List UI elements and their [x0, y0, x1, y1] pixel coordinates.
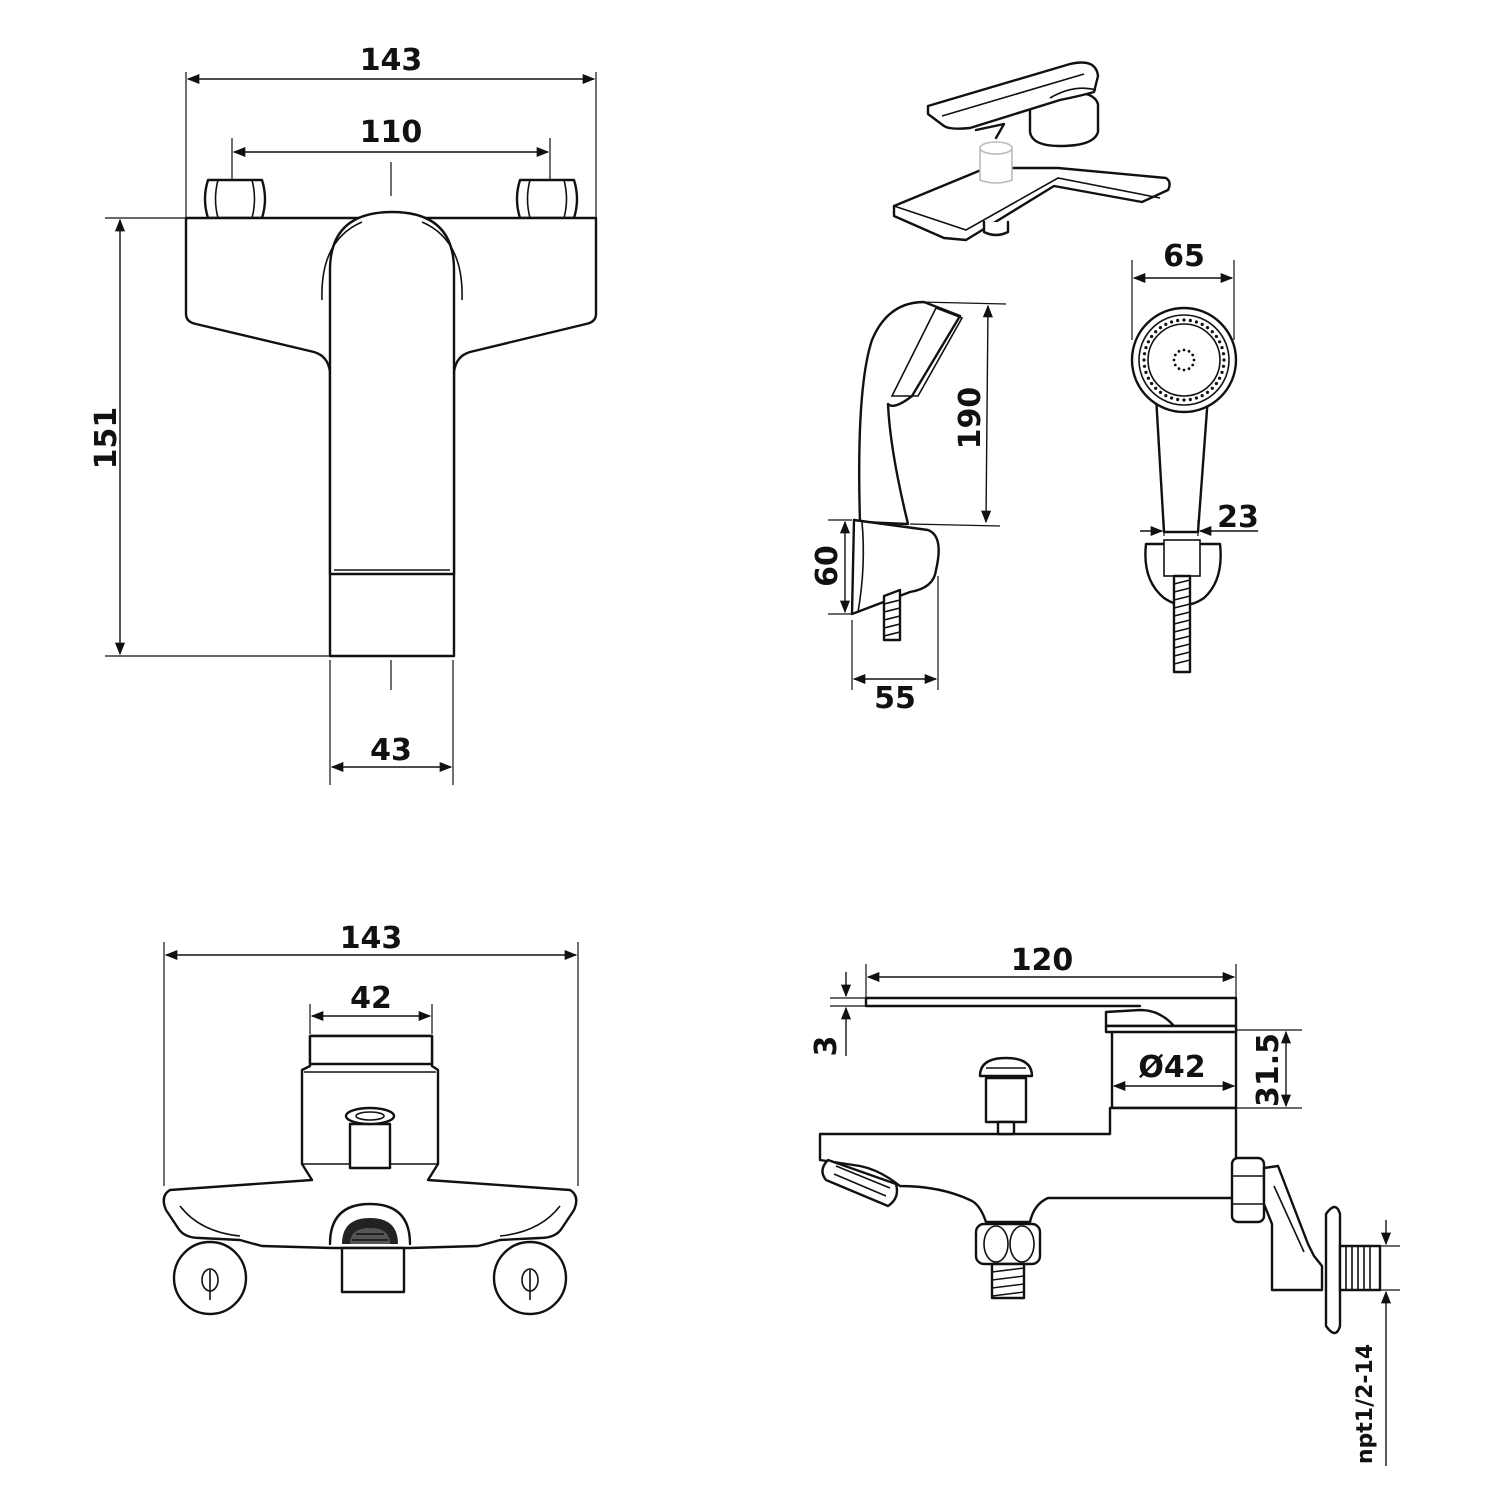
label-thread-spec: npt1/2-14	[1353, 1344, 1378, 1464]
shower-front-view: 65 23	[1130, 239, 1259, 674]
diverter-knob-side	[978, 1056, 1034, 1136]
inlet-nut-side	[1230, 1156, 1266, 1224]
spout-body-side	[818, 1106, 1238, 1224]
hose-outlet-nut	[974, 1222, 1042, 1300]
wall-flange-right	[492, 1240, 568, 1316]
lever-handle-front	[328, 210, 456, 576]
label-top-body-diameter: 42	[350, 981, 392, 1016]
lever-handle-side	[864, 996, 1238, 1028]
inlet-nut-right	[515, 178, 579, 220]
label-holder-depth: 55	[874, 681, 916, 716]
shower-side-view: 190 60 55	[810, 300, 1007, 716]
inlet-nut-left	[203, 178, 267, 220]
diverter-knob-iso	[979, 149, 1013, 184]
perspective-view	[892, 61, 1171, 242]
label-front-spout-width: 43	[370, 733, 412, 768]
nozzle-ring	[1142, 318, 1226, 402]
label-side-lever-thickness: 3	[809, 1036, 844, 1057]
label-holder-opening: 23	[1217, 500, 1259, 535]
label-side-body-diameter: Ø42	[1138, 1050, 1205, 1085]
label-holder-height: 60	[810, 545, 845, 587]
top-view: 143 42	[162, 921, 579, 1316]
label-front-height: 151	[89, 407, 124, 470]
spout-base-iso	[892, 166, 1171, 242]
diverter-knob-top	[344, 1106, 396, 1170]
aerator-outlet	[328, 1202, 412, 1246]
spout-aerator-side	[821, 1158, 899, 1208]
label-shower-head-diameter: 65	[1163, 239, 1205, 274]
label-front-total-width: 143	[360, 43, 423, 78]
hose-connector-top	[340, 1246, 406, 1294]
shower-handle-side	[858, 300, 962, 526]
label-side-spout-length: 120	[1011, 943, 1074, 978]
label-front-inlet-spacing: 110	[360, 115, 423, 150]
front-view: 143 110 151 43	[89, 43, 598, 785]
nozzle-center	[1172, 348, 1196, 372]
shower-handle-front	[1154, 394, 1210, 534]
shower-holder-side	[850, 518, 940, 616]
label-shower-head-length: 190	[953, 387, 988, 450]
label-side-body-height: 31.5	[1251, 1033, 1286, 1107]
dim-shower-head-length	[981, 304, 993, 524]
label-top-total-width: 143	[340, 921, 403, 956]
mixer-cylinder-side	[1110, 1028, 1238, 1110]
wall-flange-side	[1324, 1205, 1342, 1335]
side-view: 120 3 31.5 Ø42	[809, 943, 1400, 1466]
wall-flange-left	[172, 1240, 248, 1316]
